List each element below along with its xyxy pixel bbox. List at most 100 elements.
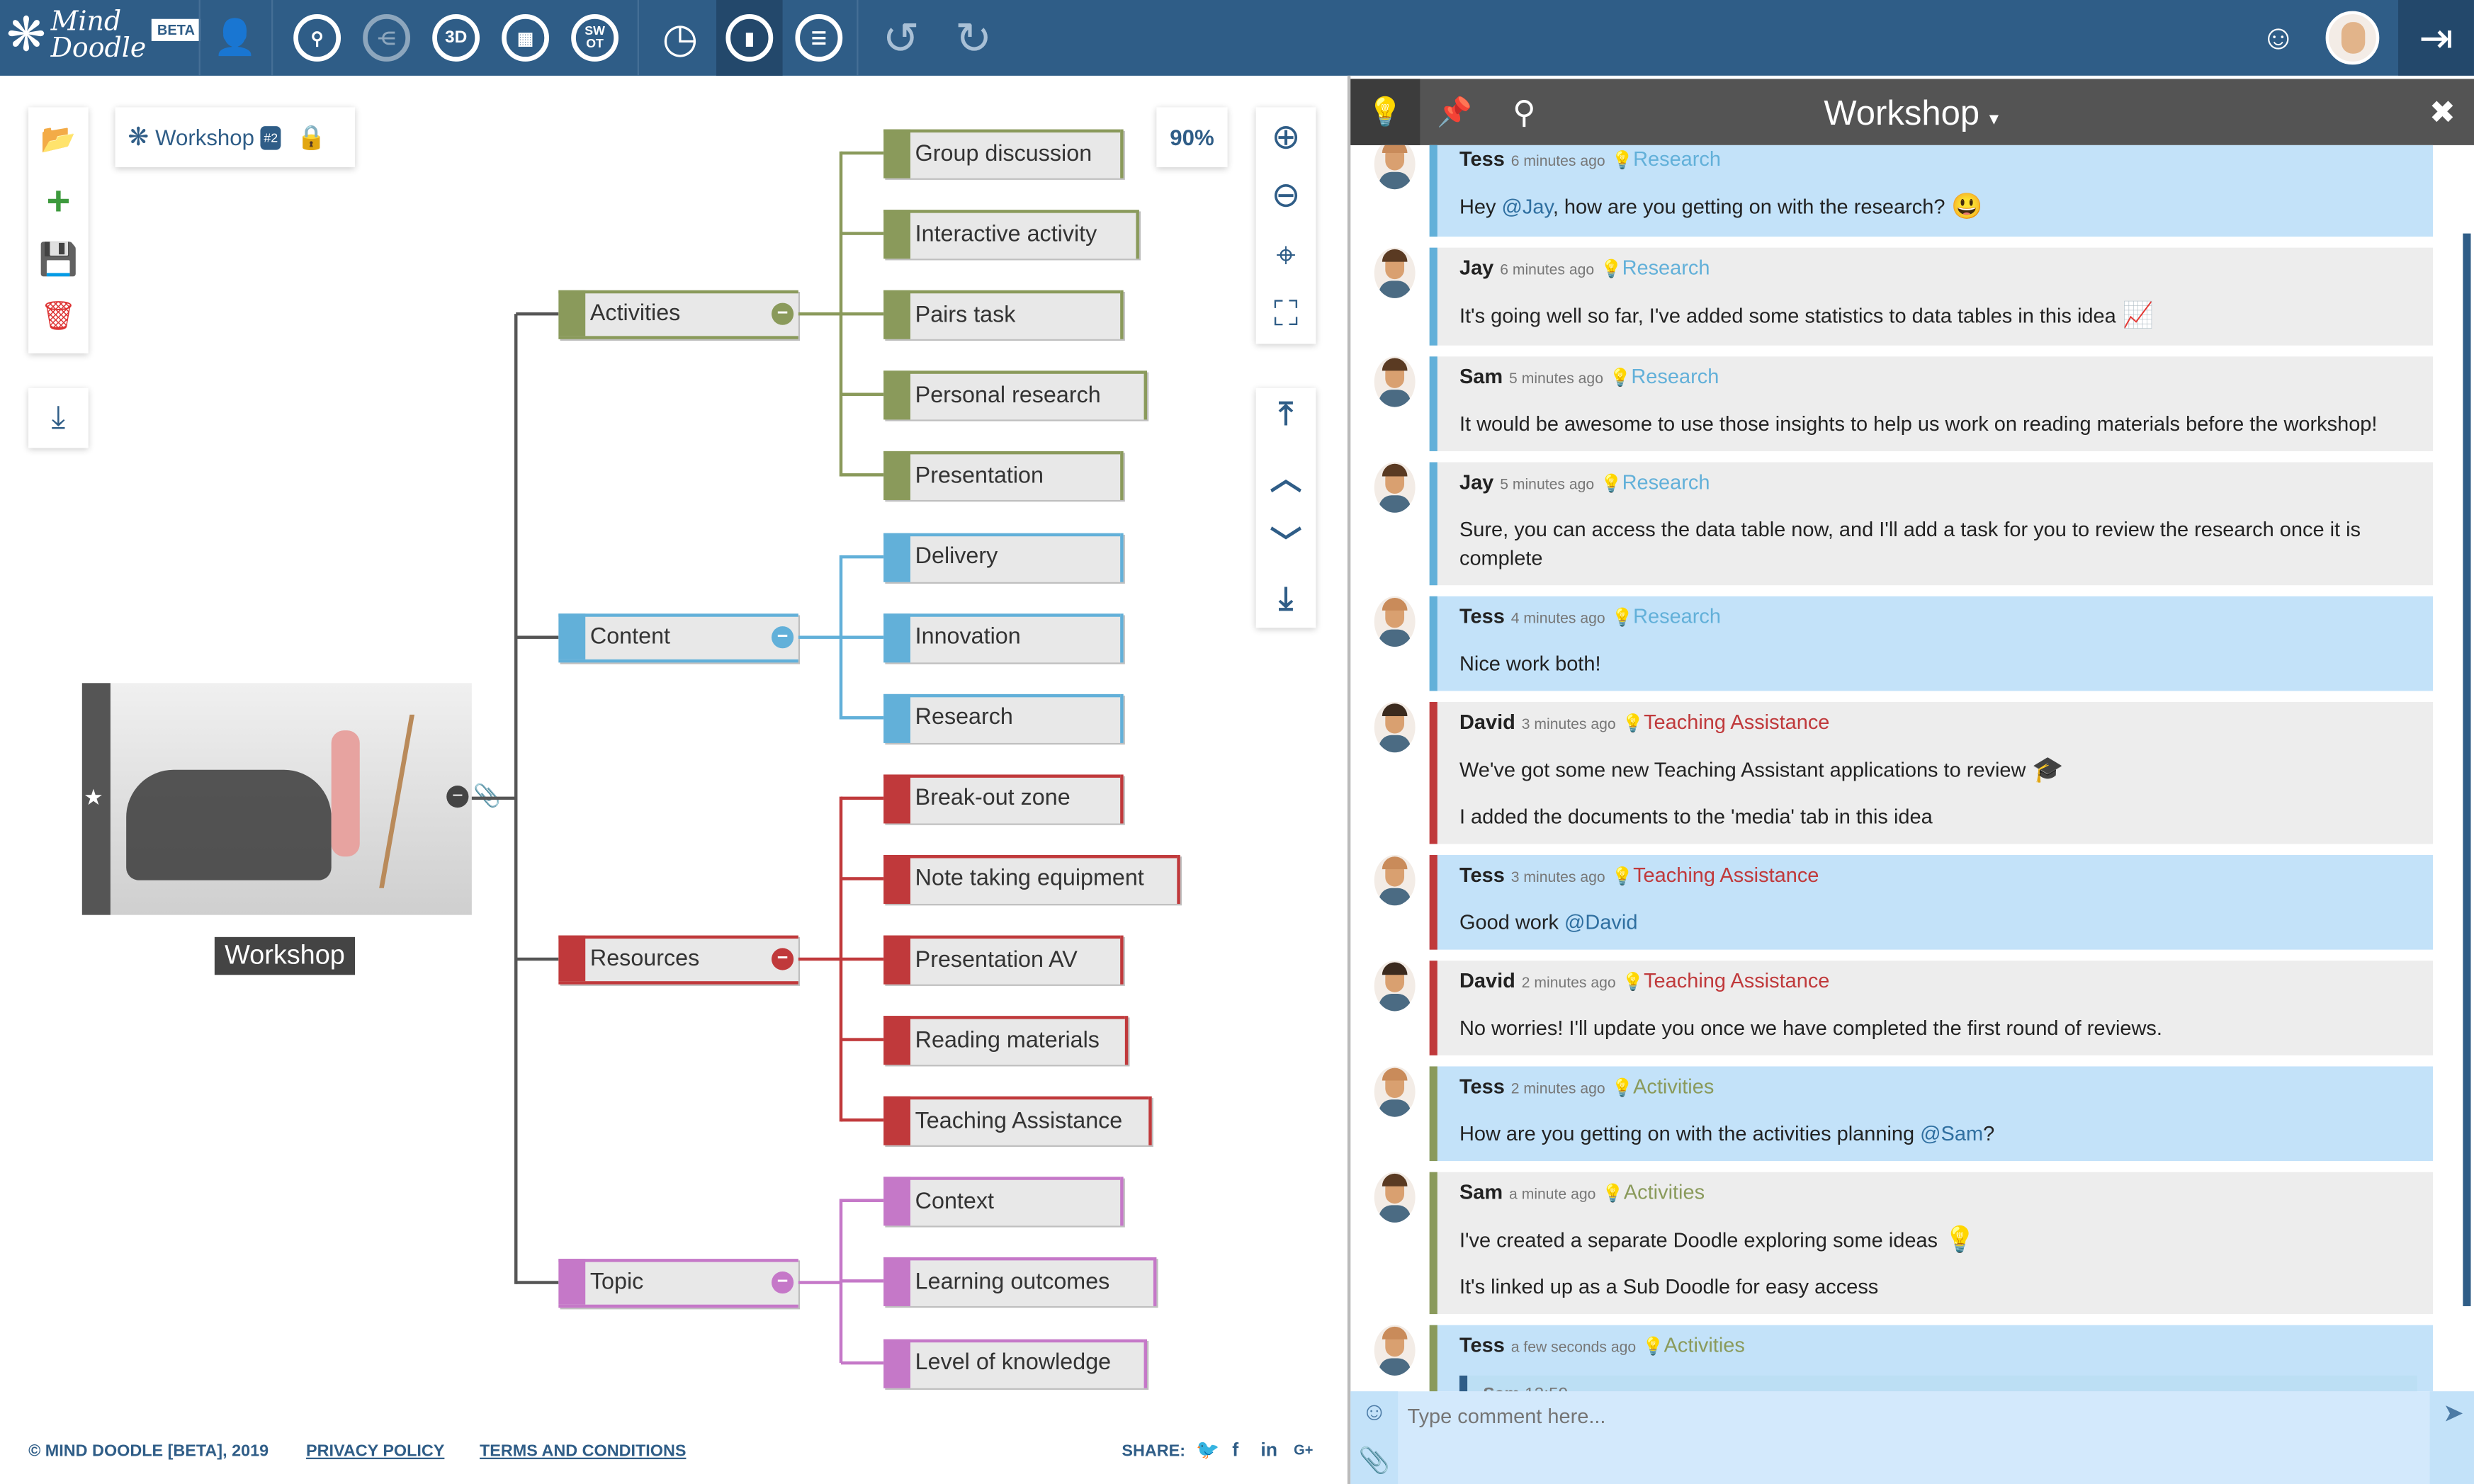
child-node[interactable]: Reading materials xyxy=(883,1016,1129,1065)
folder-icon[interactable]: 📂 xyxy=(40,123,77,155)
undo-icon[interactable]: ↺ xyxy=(882,13,920,62)
message-time: 6 minutes ago xyxy=(1500,261,1595,280)
save-icon[interactable]: 💾 xyxy=(38,242,79,278)
branch-node-resources[interactable]: Resources− xyxy=(558,935,798,985)
collapse-icon[interactable]: − xyxy=(446,785,469,808)
swot-view-button[interactable]: SW OT xyxy=(565,0,625,76)
user-avatar xyxy=(1374,145,1416,190)
child-node[interactable]: Interactive activity xyxy=(883,210,1139,259)
child-node[interactable]: Pairs task xyxy=(883,290,1124,340)
collapse-icon[interactable]: − xyxy=(772,302,794,325)
comment-input[interactable] xyxy=(1407,1398,2417,1433)
scroll-up-icon[interactable]: ︿ xyxy=(1270,462,1302,497)
star-icon[interactable]: ★ xyxy=(84,783,104,810)
idea-tag-link[interactable]: Teaching Assistance xyxy=(1644,710,1830,734)
flow-view-button[interactable]: ⋲ xyxy=(356,0,417,76)
scroll-bottom-icon[interactable]: ⤓ xyxy=(1279,582,1293,617)
terms-link[interactable]: TERMS AND CONDITIONS xyxy=(480,1441,687,1461)
redo-icon[interactable]: ↻ xyxy=(954,13,993,62)
center-icon[interactable]: ⌖ xyxy=(1276,234,1296,274)
child-node[interactable]: Delivery xyxy=(883,532,1124,582)
fullscreen-icon[interactable]: ⛶ xyxy=(1273,293,1299,334)
idea-tag-link[interactable]: Teaching Assistance xyxy=(1644,968,1830,992)
child-node[interactable]: Presentation AV xyxy=(883,935,1124,985)
child-node[interactable]: Teaching Assistance xyxy=(883,1097,1152,1146)
lock-icon[interactable]: 🔒 xyxy=(296,124,327,152)
attachment-icon[interactable]: 📎 xyxy=(473,782,501,808)
idea-tag-link[interactable]: Activities xyxy=(1623,1179,1705,1204)
emotions-icon[interactable]: ☺ xyxy=(2260,17,2296,57)
mention-link[interactable]: @David xyxy=(1564,910,1638,934)
grid-view-button[interactable]: ▦ xyxy=(495,0,555,76)
collapse-icon[interactable]: − xyxy=(772,625,794,649)
node-label: Group discussion xyxy=(915,141,1092,166)
download-icon[interactable]: ⤓ xyxy=(28,387,89,448)
twitter-icon[interactable]: 🐦 xyxy=(1196,1439,1220,1461)
scroll-down-icon[interactable]: ﹀ xyxy=(1270,526,1302,562)
pin-icon[interactable]: 📌 xyxy=(1437,95,1473,128)
idea-tag-link[interactable]: Research xyxy=(1622,470,1710,494)
child-node[interactable]: Presentation xyxy=(883,451,1124,501)
scrollbar[interactable] xyxy=(2463,233,2471,1306)
user-avatar[interactable] xyxy=(2322,0,2383,76)
doodle-name: Workshop xyxy=(155,124,254,150)
privacy-policy-link[interactable]: PRIVACY POLICY xyxy=(306,1441,445,1461)
logo-text: Mind xyxy=(50,5,122,38)
comments-title-dropdown[interactable]: Workshop ▾ xyxy=(1824,93,1999,133)
comments-button[interactable]: ▮ xyxy=(716,0,783,76)
child-node[interactable]: Note taking equipment xyxy=(883,854,1180,904)
send-icon[interactable]: ➤ xyxy=(2443,1400,2464,1428)
zoom-in-icon[interactable]: ⊕ xyxy=(1271,116,1301,156)
history-icon[interactable]: ◷ xyxy=(662,13,699,61)
connector-line xyxy=(516,1281,559,1284)
user-avatar xyxy=(1374,961,1416,1012)
node-label: Activities xyxy=(589,300,681,326)
attachment-icon[interactable]: 📎 xyxy=(1358,1447,1390,1475)
child-node[interactable]: Level of knowledge xyxy=(883,1338,1148,1388)
logout-icon[interactable]: ⇥ xyxy=(2398,0,2474,76)
mention-link[interactable]: @Sam xyxy=(1920,1121,1984,1145)
root-idea-image[interactable] xyxy=(81,683,472,915)
idea-tag-link[interactable]: Activities xyxy=(1664,1332,1745,1357)
mention-link[interactable]: @Jay xyxy=(1501,194,1553,219)
brain-icon: ❋ xyxy=(6,9,46,62)
idea-tag-link[interactable]: Teaching Assistance xyxy=(1633,863,1819,887)
branch-node-topic[interactable]: Topic− xyxy=(558,1259,798,1308)
database-button[interactable]: ☰ xyxy=(789,0,849,76)
child-node[interactable]: Break-out zone xyxy=(883,774,1124,824)
doodle-title-card[interactable]: ❋ Workshop #2 🔒 xyxy=(115,107,356,168)
child-node[interactable]: Learning outcomes xyxy=(883,1257,1157,1307)
idea-tag-link[interactable]: Activities xyxy=(1633,1074,1715,1098)
emoji-icon[interactable]: ☺ xyxy=(1361,1399,1387,1427)
close-icon[interactable]: ✖ xyxy=(2429,95,2456,130)
child-node[interactable]: Research xyxy=(883,693,1124,743)
idea-tag-link[interactable]: Research xyxy=(1631,364,1719,388)
scroll-top-icon[interactable]: ⤒ xyxy=(1279,397,1293,433)
collapse-icon[interactable]: − xyxy=(772,947,794,970)
branch-node-content[interactable]: Content− xyxy=(558,613,798,663)
child-node[interactable]: Innovation xyxy=(883,613,1124,662)
google-plus-icon[interactable]: G+ xyxy=(1294,1441,1314,1458)
delete-icon[interactable]: 🗑 xyxy=(40,300,77,332)
root-idea-label[interactable]: Workshop xyxy=(214,936,356,975)
linkedin-icon[interactable]: in xyxy=(1260,1439,1278,1461)
idea-tag-link[interactable]: Research xyxy=(1633,147,1721,171)
child-node[interactable]: Personal research xyxy=(883,371,1148,421)
lightbulb-icon[interactable]: 💡 xyxy=(1350,79,1420,145)
add-person-icon[interactable]: 👤 xyxy=(213,17,257,57)
3d-view-button[interactable]: 3D xyxy=(426,0,486,76)
zoom-out-icon[interactable]: ⊖ xyxy=(1271,175,1301,215)
add-icon[interactable]: + xyxy=(46,176,71,225)
facebook-icon[interactable]: f xyxy=(1232,1439,1239,1461)
branch-node-activities[interactable]: Activities − xyxy=(558,290,798,339)
connector-line xyxy=(840,473,884,477)
child-node[interactable]: Group discussion xyxy=(883,129,1124,179)
child-node[interactable]: Context xyxy=(883,1177,1124,1227)
collapse-icon[interactable]: − xyxy=(772,1271,794,1294)
mind-map-view-button[interactable]: ⚲ xyxy=(287,0,347,76)
search-icon[interactable]: ⚲ xyxy=(1512,95,1536,130)
idea-tag-link[interactable]: Research xyxy=(1633,604,1721,628)
idea-tag-link[interactable]: Research xyxy=(1622,255,1710,280)
